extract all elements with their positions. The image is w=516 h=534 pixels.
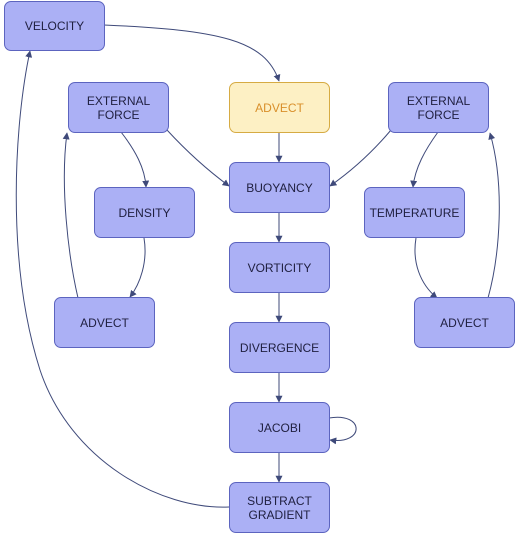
node-vorticity: VORTICITY (229, 242, 330, 293)
node-temperature: TEMPERATURE (364, 187, 465, 238)
node-buoyancy: BUOYANCY (229, 162, 330, 213)
node-subtract-gradient: SUBTRACT GRADIENT (229, 482, 330, 533)
node-advect-right: ADVECT (414, 297, 515, 348)
node-external-force-left: EXTERNAL FORCE (68, 82, 169, 133)
edge-advect-right-to-external-force-right (487, 132, 500, 299)
edge-advect-left-to-external-force-left (62, 132, 79, 299)
edge-external-force-left-to-buoyancy (166, 129, 230, 187)
edge-subtract-gradient-to-velocity (15, 50, 230, 508)
node-advect-top: ADVECT (229, 82, 330, 133)
node-velocity: VELOCITY (4, 1, 105, 51)
edge-external-force-right-to-temperature (410, 131, 439, 188)
edge-external-force-left-to-density (120, 131, 150, 188)
node-divergence: DIVERGENCE (229, 322, 330, 373)
node-external-force-right: EXTERNAL FORCE (388, 82, 489, 133)
edge-velocity-to-advect (103, 24, 281, 82)
node-jacobi: JACOBI (229, 402, 330, 453)
edge-density-to-advect-left (129, 237, 146, 298)
edge-jacobi-self-loop (328, 416, 357, 445)
node-density: DENSITY (94, 187, 195, 238)
node-advect-left: ADVECT (54, 297, 155, 348)
edge-external-force-right-to-buoyancy (329, 129, 392, 187)
edge-temperature-to-advect-right (414, 237, 438, 299)
